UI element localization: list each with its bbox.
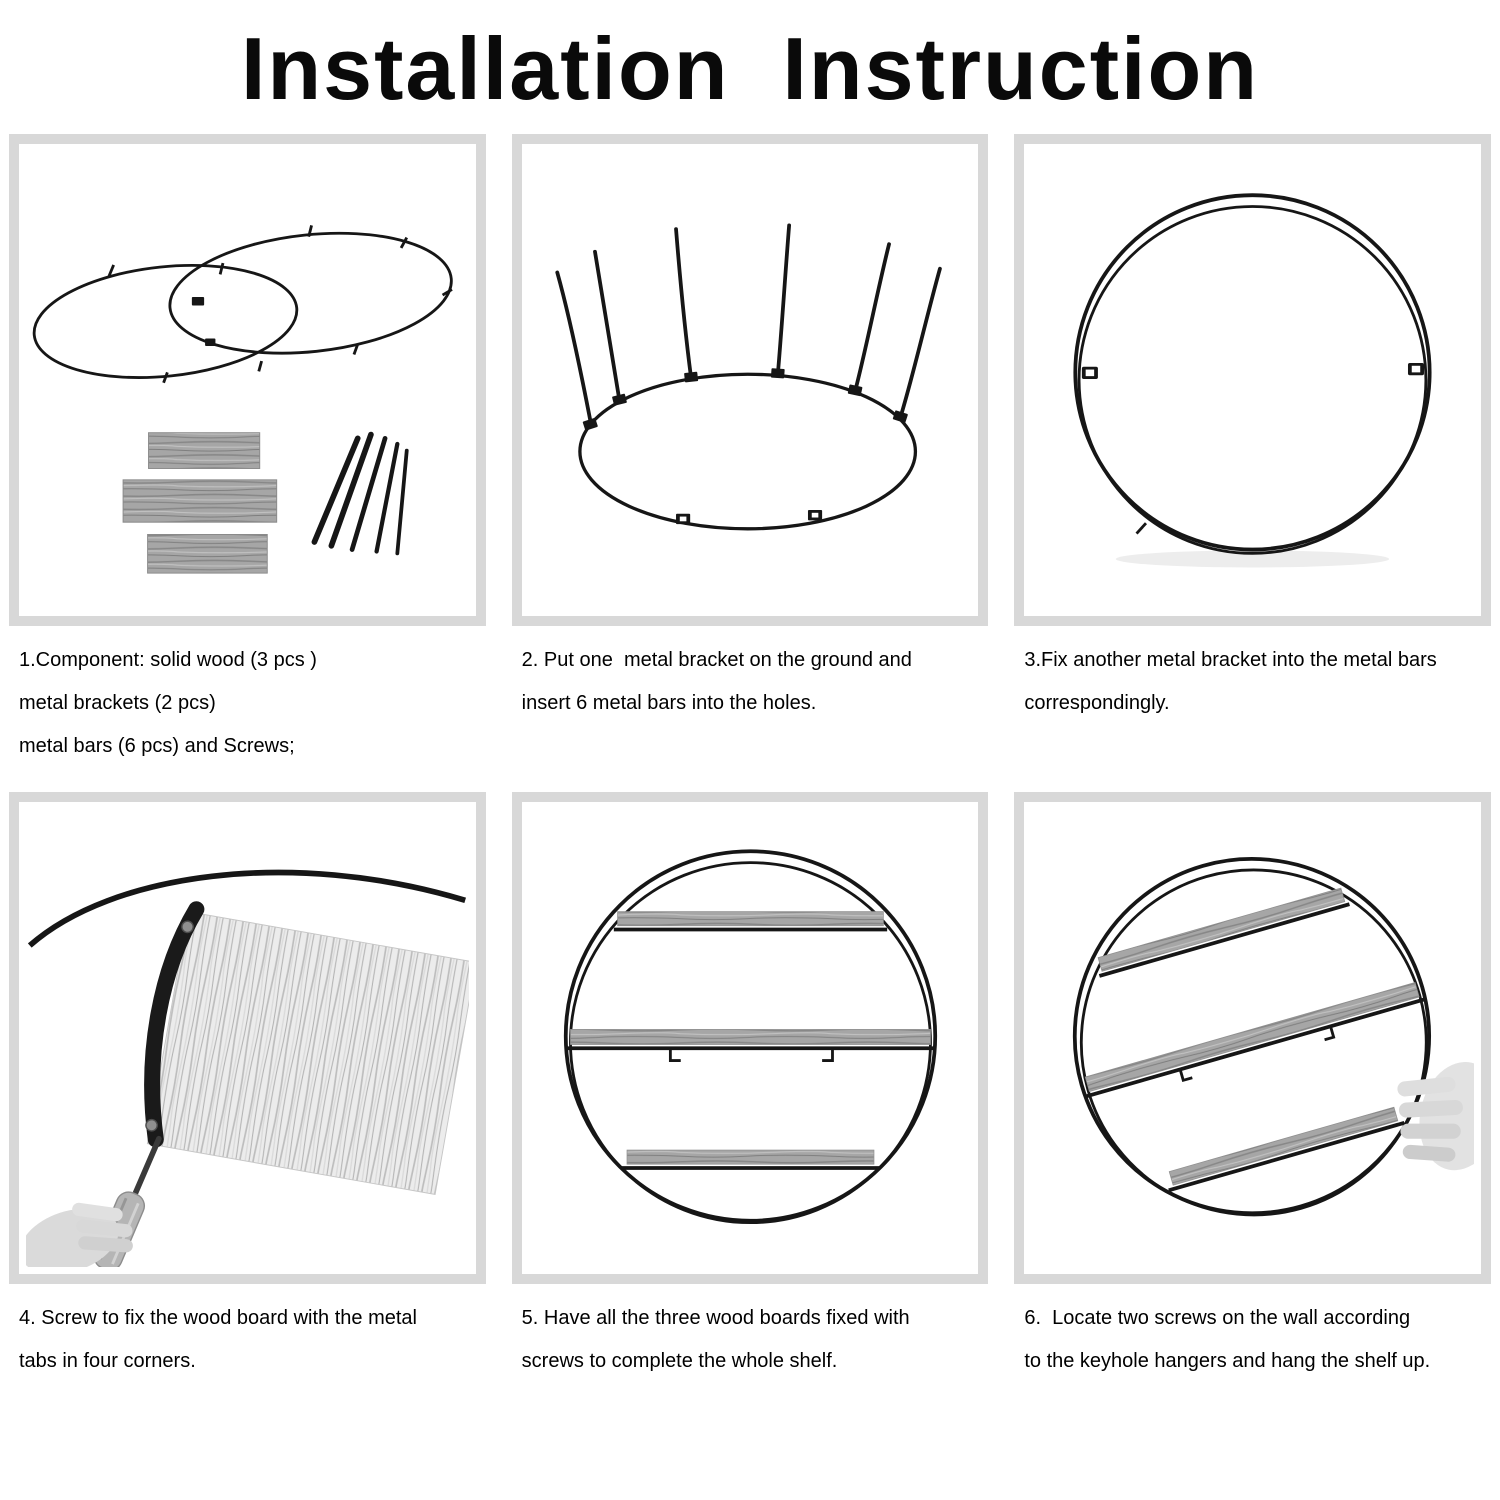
step6-panel xyxy=(1014,792,1491,1284)
bottom-shelf-support xyxy=(1168,1121,1405,1193)
step-1: 1.Component: solid wood (3 pcs ) metal b… xyxy=(9,134,486,786)
tilted-shelf xyxy=(1073,857,1432,1217)
ring-arc xyxy=(27,869,466,948)
caption-line: 1.Component: solid wood (3 pcs ) xyxy=(19,649,317,671)
middle-shelf-tab-left xyxy=(668,1048,681,1063)
top-shelf-support xyxy=(1099,902,1351,978)
bar-feet xyxy=(582,368,908,431)
inner-ring xyxy=(1080,868,1428,1217)
step-5: 5. Have all the three wood boards fixed … xyxy=(511,792,989,1401)
caption-line: 4. Screw to fix the wood board with the … xyxy=(19,1307,417,1329)
step1-components-illustration xyxy=(32,225,453,574)
step5-caption: 5. Have all the three wood boards fixed … xyxy=(522,1297,987,1383)
caption-line: tabs in four corners. xyxy=(19,1350,196,1372)
step3-panel xyxy=(1014,134,1491,626)
caption-line: metal bars (6 pcs) and Screws; xyxy=(19,735,295,757)
outer-ring xyxy=(563,849,937,1223)
caption-line: insert 6 metal bars into the holes. xyxy=(521,692,817,714)
page-title: Installation Instruction xyxy=(240,19,1260,118)
caption-line: 6. Locate two screws on the wall accordi… xyxy=(1024,1307,1411,1329)
shelves xyxy=(565,911,935,1170)
front-hole-slots xyxy=(679,512,818,522)
joint-mark xyxy=(1135,522,1148,535)
step6-caption: 6. Locate two screws on the wall accordi… xyxy=(1024,1297,1489,1383)
step-6: 6. Locate two screws on the wall accordi… xyxy=(1014,792,1491,1401)
ring-keyhole-hangers xyxy=(191,297,216,347)
metal-bracket-ring xyxy=(577,372,917,531)
step-2: 2. Put one metal bracket on the ground a… xyxy=(511,134,989,786)
middle-shelf-board xyxy=(569,1029,931,1045)
step3-circle-frame-illustration xyxy=(1073,193,1432,568)
step4-panel xyxy=(9,792,486,1284)
caption-line: correspondingly. xyxy=(1024,692,1170,714)
step5-panel xyxy=(511,792,989,1284)
caption-line: 2. Put one metal bracket on the ground a… xyxy=(521,649,912,671)
ground-shadow xyxy=(1115,550,1390,568)
outer-ring xyxy=(1073,857,1432,1216)
caption-line: metal brackets (2 pcs) xyxy=(19,692,216,714)
keyhole-hangers xyxy=(1082,363,1425,380)
ring-tabs xyxy=(107,225,453,384)
middle-shelf-board xyxy=(1084,982,1420,1093)
caption-line: 5. Have all the three wood boards fixed … xyxy=(521,1307,910,1329)
middle-shelf-tab-right xyxy=(1324,1026,1336,1042)
middle-shelf-support xyxy=(1086,997,1425,1099)
caption-line: 3.Fix another metal bracket into the met… xyxy=(1024,649,1437,671)
step5-completed-shelf-illustration xyxy=(563,849,937,1225)
step2-caption: 2. Put one metal bracket on the ground a… xyxy=(522,639,987,725)
step6-hang-shelf-illustration xyxy=(1073,857,1475,1217)
metal-bars xyxy=(554,223,942,428)
middle-shelf-tab-left xyxy=(1178,1069,1193,1083)
steps-grid: 1.Component: solid wood (3 pcs ) metal b… xyxy=(0,134,1500,1401)
wood-board xyxy=(146,911,469,1196)
screw-bottom xyxy=(145,1118,158,1132)
caption-line: screws to complete the whole shelf. xyxy=(521,1350,838,1372)
metal-rings xyxy=(32,231,453,380)
outer-ring xyxy=(1073,193,1432,552)
step3-caption: 3.Fix another metal bracket into the met… xyxy=(1024,639,1489,725)
metal-tab-bracket xyxy=(144,901,205,1148)
bottom-shelf-board xyxy=(626,1149,874,1165)
screwdriver-shaft xyxy=(132,1136,162,1197)
metal-bars xyxy=(311,431,409,556)
hand xyxy=(25,1202,133,1267)
top-shelf-board xyxy=(616,911,884,927)
step1-caption: 1.Component: solid wood (3 pcs ) metal b… xyxy=(19,639,484,768)
middle-shelf-tab-right xyxy=(821,1048,834,1063)
step4-caption: 4. Screw to fix the wood board with the … xyxy=(19,1297,484,1383)
step4-screwing-closeup-illustration xyxy=(25,869,469,1267)
screw-top xyxy=(181,920,194,934)
step1-panel xyxy=(9,134,486,626)
front-hole-tabs xyxy=(675,510,822,525)
step-3: 3.Fix another metal bracket into the met… xyxy=(1014,134,1491,786)
keyhole-slots xyxy=(1085,365,1421,377)
hand xyxy=(1397,1062,1475,1171)
wood-planks xyxy=(122,432,278,574)
caption-line: to the keyhole hangers and hang the shel… xyxy=(1024,1350,1431,1372)
step-4: 4. Screw to fix the wood board with the … xyxy=(9,792,486,1401)
top-shelf-board xyxy=(1097,887,1346,972)
bottom-shelf-board xyxy=(1168,1106,1399,1186)
inner-ring xyxy=(1077,205,1428,555)
step2-bracket-with-bars-illustration xyxy=(554,223,942,531)
step2-panel xyxy=(511,134,989,626)
